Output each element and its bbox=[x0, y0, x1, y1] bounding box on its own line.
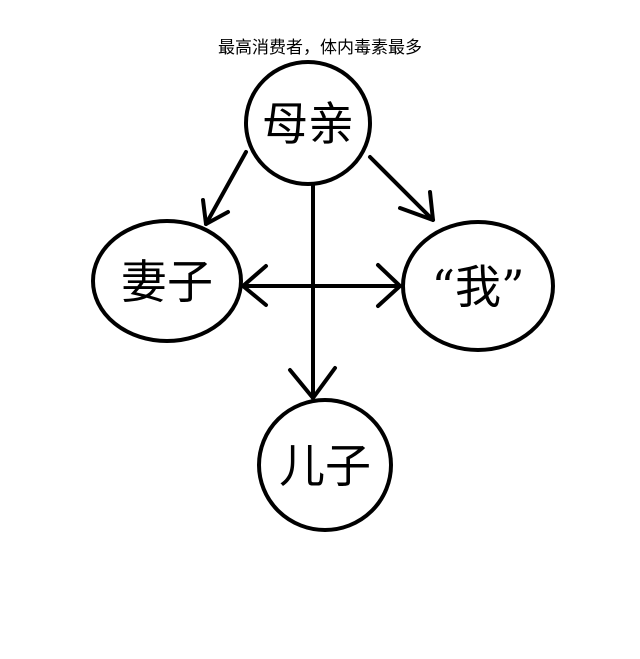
arrowhead-icon bbox=[288, 366, 337, 400]
arrowhead-icon bbox=[201, 198, 230, 226]
node-mother-label: 母亲 bbox=[262, 97, 354, 151]
node-wife: 妻子 bbox=[91, 219, 243, 343]
arrowhead-left-icon bbox=[241, 264, 268, 307]
node-wife-label: 妻子 bbox=[121, 255, 213, 309]
diagram-title: 最高消费者，体内毒素最多 bbox=[218, 38, 422, 58]
node-mother: 母亲 bbox=[244, 60, 372, 186]
edge-wife-me-bidirectional bbox=[241, 263, 402, 308]
arrowhead-icon bbox=[398, 190, 435, 222]
edge-line bbox=[368, 155, 435, 222]
edge-line bbox=[204, 150, 248, 226]
arrowhead-right-icon bbox=[376, 263, 402, 308]
node-me: “我” bbox=[401, 220, 555, 352]
edge-mother-to-wife bbox=[201, 150, 248, 226]
node-son-circle bbox=[257, 398, 393, 532]
node-wife-circle bbox=[91, 219, 243, 343]
node-me-circle bbox=[401, 220, 555, 352]
node-me-label: “我” bbox=[431, 260, 524, 314]
node-mother-circle bbox=[244, 60, 372, 186]
edge-mother-to-me bbox=[368, 155, 435, 222]
edge-mother-to-son bbox=[288, 182, 337, 400]
node-son: 儿子 bbox=[257, 398, 393, 532]
node-son-label: 儿子 bbox=[279, 439, 371, 493]
